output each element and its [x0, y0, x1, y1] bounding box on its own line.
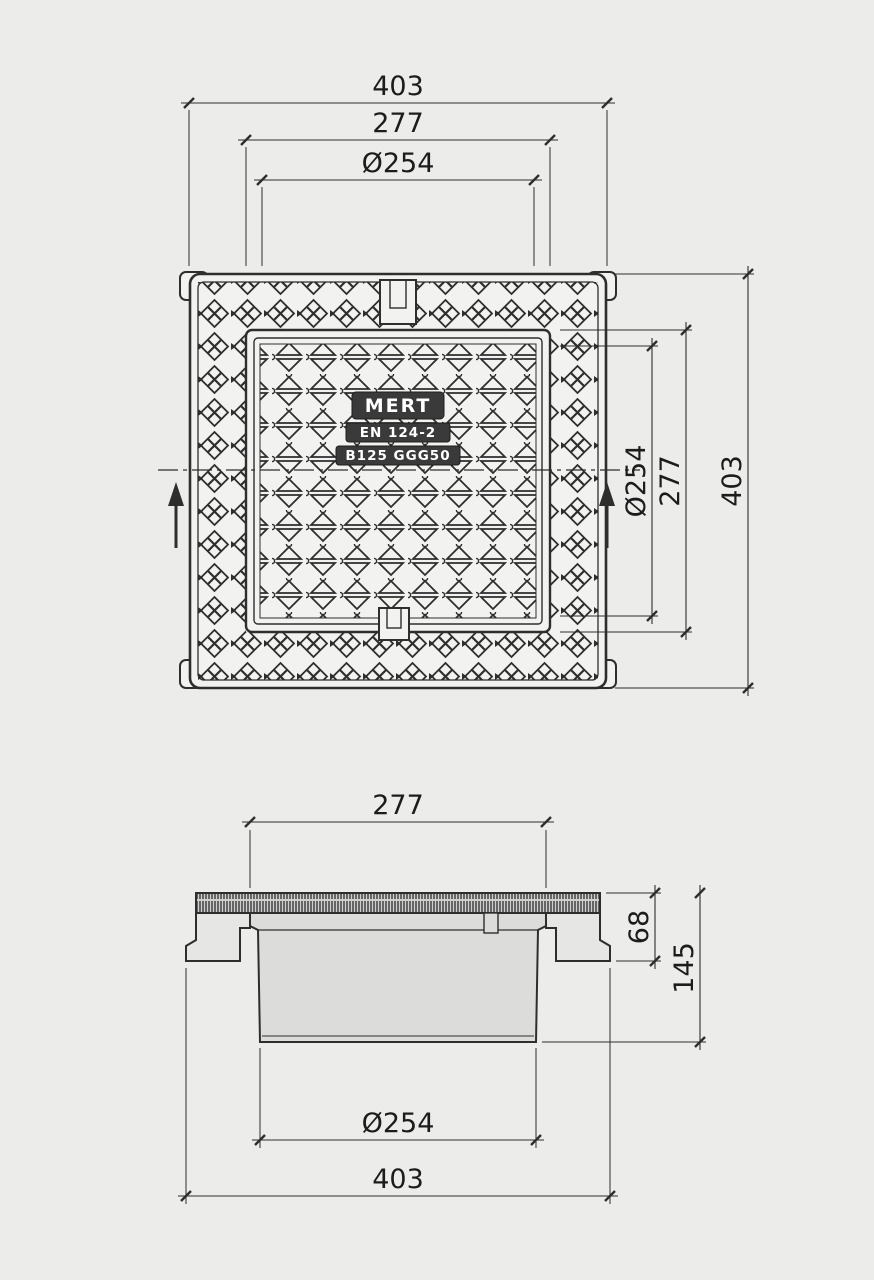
- dimension-tick: [694, 887, 706, 899]
- dim-top-width-cover: 277: [238, 108, 558, 266]
- dimension-tick: [254, 1134, 266, 1146]
- dim-top-width-opening: Ø254: [254, 148, 542, 266]
- dimension-tick: [540, 816, 552, 828]
- cover-slab-section: [195, 892, 601, 914]
- dimension-tick: [183, 97, 195, 109]
- standard-marking: EN 124-2: [360, 425, 436, 441]
- dim-label-height-outer: 403: [717, 455, 748, 507]
- dimension-tick: [180, 1190, 192, 1202]
- frame-foot-left: [185, 912, 251, 962]
- brand-marking: MERT: [365, 395, 432, 417]
- dim-label-side-width-cover: 277: [372, 790, 424, 821]
- dim-label-total-height: 145: [669, 942, 700, 994]
- frame-band-pattern: [198, 282, 598, 680]
- dimension-tick: [646, 340, 658, 352]
- dimension-tick: [680, 626, 692, 638]
- section-arrow-left: [168, 482, 184, 548]
- dim-side-width-cover: 277: [242, 790, 554, 888]
- dim-label-bottom-opening: Ø254: [362, 1108, 435, 1139]
- dimension-tick: [742, 268, 754, 280]
- frame-top-notch: [379, 279, 417, 325]
- dim-label-height-opening: Ø254: [621, 445, 652, 518]
- dimension-tick: [646, 610, 658, 622]
- frame-top-notch-slot: [389, 279, 407, 309]
- cover-bottom-notch-slot: [386, 607, 402, 629]
- dimension-tick: [742, 682, 754, 694]
- dim-side-total-height: 145: [542, 885, 706, 1050]
- cover-surface-pattern: [259, 343, 537, 619]
- dimension-tick: [604, 1190, 616, 1202]
- dimension-tick: [544, 134, 556, 146]
- dim-label-frame-height: 68: [624, 910, 655, 944]
- side-view: [185, 892, 611, 1043]
- dim-side-bottom-opening: Ø254: [252, 1048, 544, 1148]
- dim-right-height-cover: 277: [560, 322, 692, 640]
- standard-plate: [345, 422, 451, 443]
- dim-right-height-outer: 403: [615, 266, 754, 696]
- dim-right-height-opening: Ø254: [560, 338, 658, 624]
- dimension-tick: [649, 955, 661, 967]
- brand-plate: [351, 391, 445, 420]
- dim-side-width-outer: 403: [178, 968, 618, 1204]
- dimension-tick: [240, 134, 252, 146]
- cover-bottom-notch: [378, 607, 410, 641]
- dimension-tick: [528, 174, 540, 186]
- dimension-tick: [601, 97, 613, 109]
- dim-label-side-width-outer: 403: [372, 1164, 424, 1195]
- frame-foot-right: [545, 912, 611, 962]
- dimension-tick: [680, 324, 692, 336]
- section-arrow-right: [599, 482, 615, 548]
- dim-side-frame-height: 68: [606, 885, 661, 969]
- top-view: MERT EN 124-2 B125 GGG50: [158, 271, 640, 690]
- class-plate: [335, 445, 461, 466]
- dimension-tick: [649, 887, 661, 899]
- cover-marking-plates: MERT EN 124-2 B125 GGG50: [335, 391, 461, 466]
- bucket-keyhole-pocket: [483, 912, 499, 934]
- dimension-tick: [530, 1134, 542, 1146]
- dim-label-width-cover: 277: [372, 108, 424, 139]
- dimension-tick: [256, 174, 268, 186]
- dimension-tick: [694, 1036, 706, 1048]
- dim-label-height-cover: 277: [655, 455, 686, 507]
- class-marking: B125 GGG50: [345, 448, 450, 464]
- dim-label-width-outer: 403: [372, 71, 424, 102]
- dimension-tick: [244, 816, 256, 828]
- dim-top-width-outer: 403: [181, 71, 615, 266]
- cover-bucket-body: [249, 912, 547, 1043]
- dim-label-width-opening: Ø254: [362, 148, 435, 179]
